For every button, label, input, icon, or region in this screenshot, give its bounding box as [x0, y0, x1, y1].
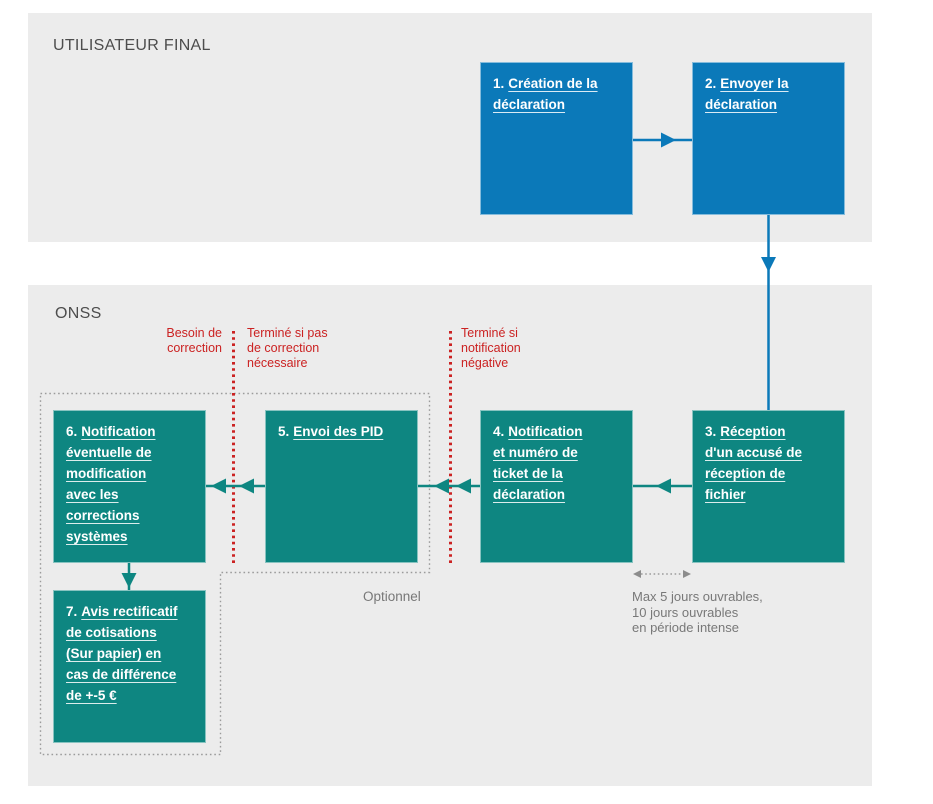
- note-delai-maximum: Max 5 jours ouvrables, 10 jours ouvrable…: [632, 589, 763, 635]
- arrowhead-step2-step3: [761, 257, 776, 272]
- step-link[interactable]: Réception d'un accusé de réception de fi…: [705, 424, 802, 502]
- note-optionnel: Optionnel: [363, 589, 421, 604]
- step-box-2-envoyer-declaration: 2.Envoyer la déclaration: [692, 62, 845, 215]
- step-box-1-creation-declaration: 1.Création de la déclaration: [480, 62, 633, 215]
- note-termine-si-notification-negative: Terminé si notification négative: [461, 326, 521, 370]
- step-link[interactable]: Création de la déclaration: [493, 76, 598, 112]
- step-number: 4.: [493, 424, 505, 439]
- step-number: 6.: [66, 424, 78, 439]
- step-link[interactable]: Envoi des PID: [293, 424, 384, 439]
- step-link[interactable]: Avis rectificatif de cotisations (Sur pa…: [66, 604, 178, 703]
- step-box-4-notification-ticket: 4.Notification et numéro de ticket de la…: [480, 410, 633, 563]
- lane-title-utilisateur-final: UTILISATEUR FINAL: [53, 37, 211, 54]
- step-number: 1.: [493, 76, 505, 91]
- note-termine-si-pas-correction: Terminé si pas de correction nécessaire: [247, 326, 328, 370]
- step-box-7-avis-rectificatif: 7.Avis rectificatif de cotisations (Sur …: [53, 590, 206, 743]
- step-number: 2.: [705, 76, 717, 91]
- step-link[interactable]: Notification et numéro de ticket de la d…: [493, 424, 583, 502]
- step-box-6-notification-modification: 6.Notification éventuelle de modificatio…: [53, 410, 206, 563]
- step-link[interactable]: Notification éventuelle de modification …: [66, 424, 156, 544]
- note-besoin-de-correction: Besoin de correction: [166, 326, 222, 355]
- step-number: 7.: [66, 604, 78, 619]
- step-number: 5.: [278, 424, 290, 439]
- step-box-5-envoi-pid: 5.Envoi des PID: [265, 410, 418, 563]
- step-link[interactable]: Envoyer la déclaration: [705, 76, 789, 112]
- lane-title-onss: ONSS: [55, 305, 102, 322]
- step-box-3-reception-accuse: 3.Réception d'un accusé de réception de …: [692, 410, 845, 563]
- step-number: 3.: [705, 424, 717, 439]
